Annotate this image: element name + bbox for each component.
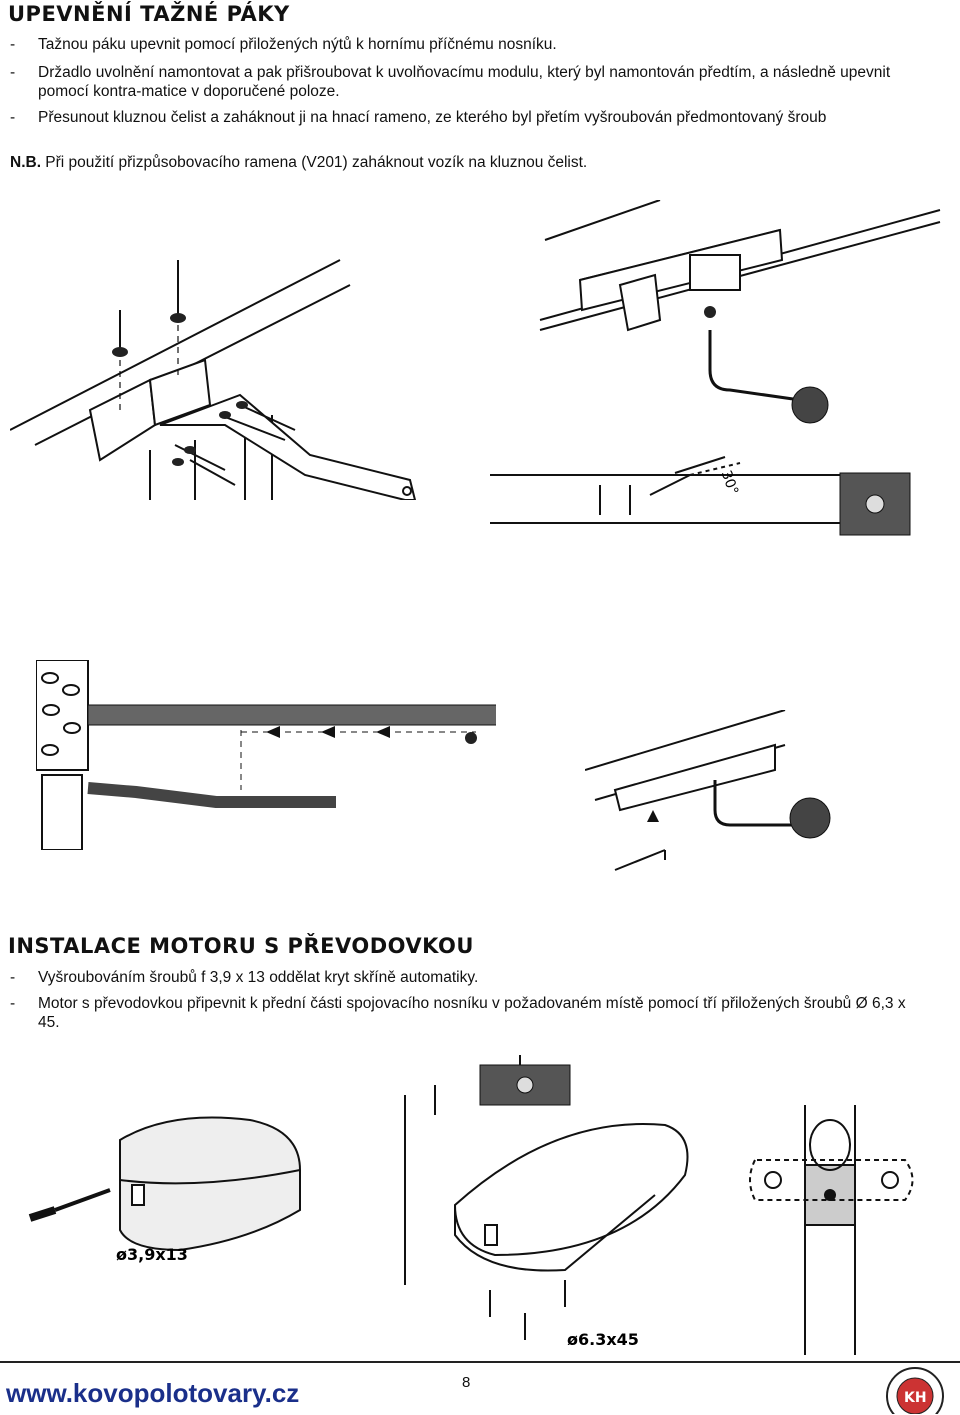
- note-label: N.B.: [10, 154, 41, 171]
- list-dash: -: [10, 969, 16, 986]
- list-item: - Tažnou páku upevnit pomocí přiložených…: [10, 35, 940, 54]
- footer-website-link[interactable]: www.kovopolotovary.cz: [6, 1378, 300, 1408]
- list-item-text: Přesunout kluznou čelist a zaháknout ji …: [38, 109, 827, 126]
- figure-handle-install: [585, 710, 831, 871]
- list-dash: -: [10, 36, 16, 53]
- figure-lever-rivets: [10, 259, 417, 500]
- page-number: 8: [462, 1374, 471, 1391]
- screw-label-small: ø3,9x13: [116, 1245, 188, 1264]
- note: N.B. Při použití přizpůsobovacího ramena…: [10, 154, 587, 172]
- list-item: - Motor s převodovkou připevnit k přední…: [10, 994, 940, 1032]
- figure-release-handle: [539, 200, 941, 424]
- figure-wall-arm: [36, 660, 496, 850]
- footer-divider: [0, 1361, 960, 1363]
- figure-top-view-30deg: 30°: [490, 456, 911, 536]
- list-item: - Přesunout kluznou čelist a zaháknout j…: [10, 108, 940, 127]
- list-dash: -: [10, 995, 16, 1012]
- list-item-text: Tažnou páku upevnit pomocí přiložených n…: [38, 36, 557, 53]
- list-item-text: Motor s převodovkou připevnit k přední č…: [38, 995, 906, 1031]
- list-item: - Držadlo uvolnění namontovat a pak přiš…: [10, 63, 940, 101]
- list-item: - Vyšroubováním šroubů f 3,9 x 13 odděla…: [10, 968, 940, 987]
- svg-text:KH: KH: [904, 1390, 927, 1406]
- angle-label: 30°: [718, 468, 742, 497]
- company-logo-seal: KH: [886, 1367, 944, 1414]
- list-dash: -: [10, 109, 16, 126]
- list-item-text: Držadlo uvolnění namontovat a pak přišro…: [38, 64, 891, 100]
- section-title-motor-install: INSTALACE MOTORU S PŘEVODOVKOU: [8, 934, 474, 958]
- figure-mount-front: [749, 1105, 914, 1355]
- note-text: Při použití přizpůsobovacího ramena (V20…: [41, 154, 588, 171]
- figure-gearbox-base: ø6,3x45: [404, 1055, 689, 1345]
- figure-motor-cover: ø3,9x13: [28, 1116, 301, 1264]
- list-dash: -: [10, 64, 16, 81]
- section-title-pull-lever: UPEVNĚNÍ TAŽNÉ PÁKY: [8, 2, 290, 26]
- screw-label-large: ø6,3x45: [567, 1330, 639, 1345]
- list-item-text: Vyšroubováním šroubů f 3,9 x 13 oddělat …: [38, 969, 479, 986]
